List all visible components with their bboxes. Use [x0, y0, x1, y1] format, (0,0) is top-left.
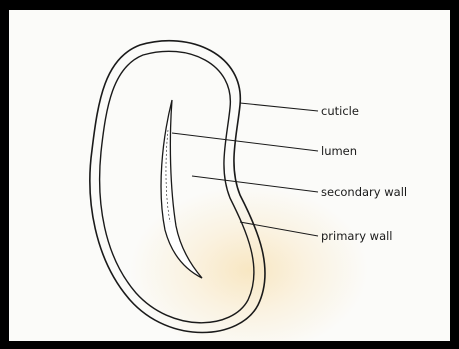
- primary-wall-label: primary wall: [321, 229, 393, 243]
- lumen-label: lumen: [321, 144, 357, 158]
- cuticle-leader: [240, 103, 318, 111]
- cuticle-outline: [90, 41, 265, 333]
- primary-wall-outline: [100, 51, 254, 322]
- secondary-wall-label: secondary wall: [321, 185, 407, 199]
- lumen-slit: [161, 100, 202, 278]
- secondary-wall-leader: [192, 176, 318, 192]
- primary-wall-leader: [240, 222, 318, 236]
- cuticle-label: cuticle: [321, 104, 359, 118]
- lumen-leader: [172, 133, 318, 151]
